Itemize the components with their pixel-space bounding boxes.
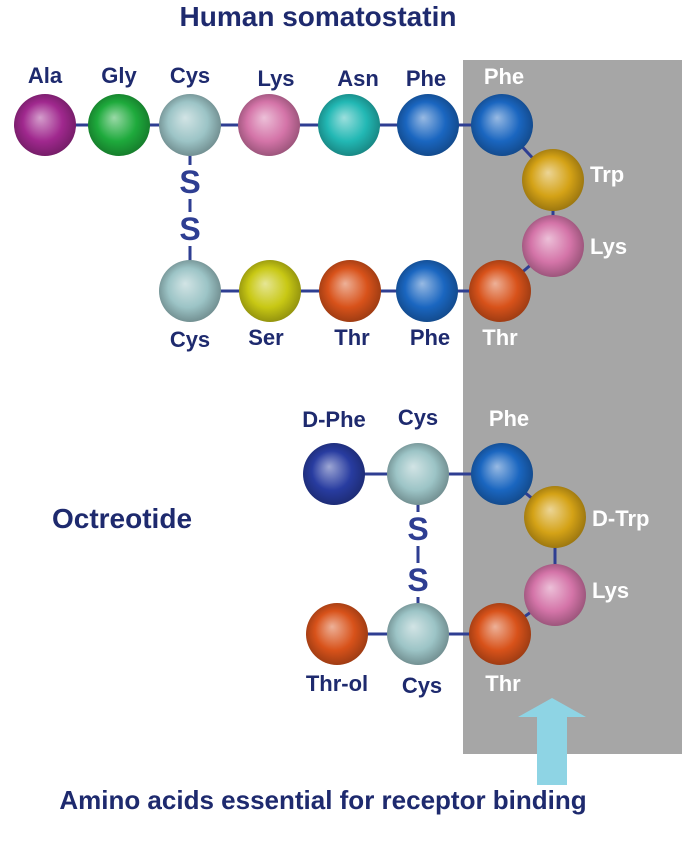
somatostatin-residue-label: Cys (170, 327, 210, 352)
octreotide-residue-d-trp (524, 486, 586, 548)
somatostatin-residue-label: Phe (406, 66, 446, 91)
octreotide-residue-label: Cys (402, 673, 442, 698)
somatostatin-residue-label: Phe (484, 64, 524, 89)
somatostatin-residue-label: Thr (334, 325, 370, 350)
somatostatin-residue-label: Trp (590, 162, 624, 187)
octreotide-residue-label: Phe (489, 406, 529, 431)
somatostatin-residue-gly (88, 94, 150, 156)
somatostatin-residue-label: Lys (257, 66, 294, 91)
octreotide-residue-lys (524, 564, 586, 626)
receptor-binding-arrow (518, 698, 586, 785)
somatostatin-residue-lys (238, 94, 300, 156)
octreotide-residue-label: D-Trp (592, 506, 649, 531)
somatostatin-residue-label: Gly (101, 63, 137, 88)
somatostatin-residue-phe (471, 94, 533, 156)
somatostatin-residue-ser (239, 260, 301, 322)
somatostatin-residue-thr (319, 260, 381, 322)
somatostatin-residue-thr (469, 260, 531, 322)
somatostatin-residue-label: Ser (248, 325, 284, 350)
octreotide-residue-cys (387, 603, 449, 665)
somatostatin-residue-cys (159, 94, 221, 156)
somatostatin-residue-trp (522, 149, 584, 211)
somatostatin-residue-label: Lys (590, 234, 627, 259)
somatostatin-residue-label: Asn (337, 66, 379, 91)
somatostatin-residue-cys (159, 260, 221, 322)
octreotide-sulfur-1: S (407, 511, 428, 547)
somatostatin-sulfur-backdrop (179, 212, 201, 246)
somatostatin-residue-label: Phe (410, 325, 450, 350)
octreotide-residue-thr (469, 603, 531, 665)
somatostatin-sulfur-1: S (179, 164, 200, 200)
somatostatin-residue-label: Ala (28, 63, 63, 88)
octreotide-residue-label: Cys (398, 405, 438, 430)
somatostatin-sulfur-2: S (179, 211, 200, 247)
octreotide-title: Octreotide (52, 503, 192, 534)
somatostatin-residue-asn (318, 94, 380, 156)
octreotide-residue-label: Thr (485, 671, 521, 696)
somatostatin-title: Human somatostatin (180, 1, 457, 32)
octreotide-residue-label: Lys (592, 578, 629, 603)
somatostatin-residue-label: Cys (170, 63, 210, 88)
octreotide-residue-thr-ol (306, 603, 368, 665)
octreotide-residue-phe (471, 443, 533, 505)
octreotide-residue-cys (387, 443, 449, 505)
somatostatin-residue-label: Thr (482, 325, 518, 350)
somatostatin-residue-lys (522, 215, 584, 277)
somatostatin-residue-phe (396, 260, 458, 322)
octreotide-residue-label: Thr-ol (306, 671, 368, 696)
somatostatin-residue-phe (397, 94, 459, 156)
somatostatin-residue-ala (14, 94, 76, 156)
octreotide-sulfur-2: S (407, 562, 428, 598)
somatostatin-sulfur-backdrop (179, 165, 201, 199)
octreotide-residue-d-phe (303, 443, 365, 505)
octreotide-residue-label: D-Phe (302, 407, 366, 432)
octreotide-sulfur-backdrop (407, 512, 429, 546)
footer-caption: Amino acids essential for receptor bindi… (59, 785, 586, 815)
octreotide-sulfur-backdrop (407, 563, 429, 597)
